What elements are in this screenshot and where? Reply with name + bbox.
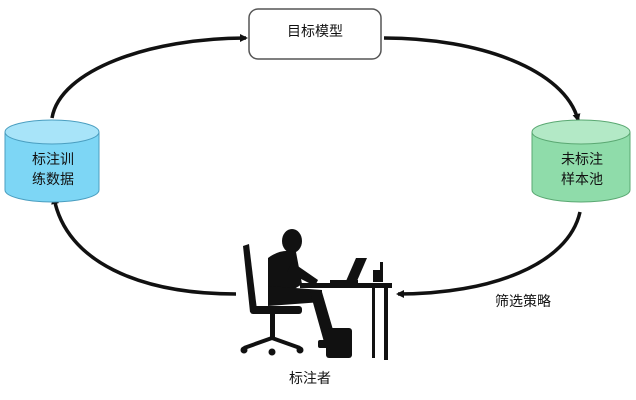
arrow-unlabeled-to-annotator <box>396 211 582 298</box>
person-at-desk-icon <box>240 229 392 360</box>
target-model-label: 目标模型 <box>287 24 343 40</box>
arrow-annotator-to-labeled <box>51 196 237 296</box>
unlabeled-pool-label: 未标注 样本池 <box>534 150 630 190</box>
arrow-labeled-to-model <box>50 34 248 119</box>
labeled-data-label-line1: 标注训 <box>32 152 74 168</box>
annotator-label: 标注者 <box>289 371 331 387</box>
unlabeled-pool-label-line2: 样本池 <box>561 172 603 188</box>
labeled-data-label: 标注训 练数据 <box>8 150 98 190</box>
unlabeled-pool-label-line1: 未标注 <box>561 152 603 168</box>
target-model-box <box>248 8 382 60</box>
labeled-data-label-line2: 练数据 <box>32 172 74 188</box>
labeled-data-database <box>4 119 100 203</box>
selection-strategy-label: 筛选策略 <box>495 294 551 310</box>
arrow-model-to-unlabeled <box>383 36 581 122</box>
unlabeled-pool-database <box>531 119 631 203</box>
